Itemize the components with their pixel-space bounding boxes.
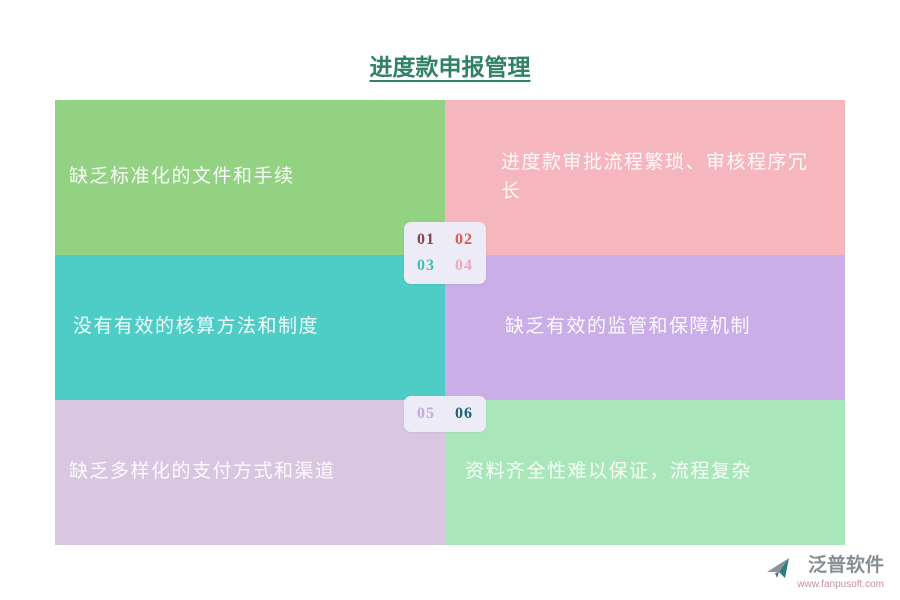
badge-row-03-04: 03 04 [417,257,473,275]
panel-02: 进度款审批流程繁琐、审核程序冗长 [445,100,845,255]
vendor-logo-texts: 泛普软件 www.fanpusoft.com [797,555,884,590]
vendor-logo: 泛普软件 www.fanpusoft.com [765,555,884,590]
step-number-02: 02 [455,231,473,248]
page-title: 进度款申报管理 [369,55,531,80]
vendor-brand-name: 泛普软件 [807,555,884,577]
step-number-03: 03 [417,257,435,274]
panel-04-label: 缺乏有效的监管和保障机制 [505,316,752,338]
panels-grid: 缺乏标准化的文件和手续 进度款审批流程繁琐、审核程序冗长 没有有效的核算方法和制… [55,100,845,545]
panel-05-label: 缺乏多样化的支付方式和渠道 [69,461,336,483]
badge-row-01-02: 01 02 [417,231,473,249]
panel-02-label: 进度款审批流程繁琐、审核程序冗长 [501,152,809,202]
step-number-06: 06 [455,405,473,422]
panel-06-label: 资料齐全性难以保证，流程复杂 [465,461,753,483]
step-badge-01-04: 01 02 03 04 [404,222,486,284]
step-number-01: 01 [417,231,435,248]
panel-01: 缺乏标准化的文件和手续 [55,100,445,255]
step-number-04: 04 [455,257,473,274]
step-badge-05-06: 05 06 [404,396,486,432]
paper-plane-icon [765,556,791,587]
panel-06: 资料齐全性难以保证，流程复杂 [445,400,845,545]
panel-05: 缺乏多样化的支付方式和渠道 [55,400,445,545]
panel-04: 缺乏有效的监管和保障机制 [445,255,845,400]
step-number-05: 05 [417,405,435,422]
panel-03: 没有有效的核算方法和制度 [55,255,445,400]
vendor-website: www.fanpusoft.com [797,579,884,590]
badge-row-05-06: 05 06 [417,405,473,423]
panel-03-label: 没有有效的核算方法和制度 [73,316,320,338]
panel-01-label: 缺乏标准化的文件和手续 [69,166,295,188]
